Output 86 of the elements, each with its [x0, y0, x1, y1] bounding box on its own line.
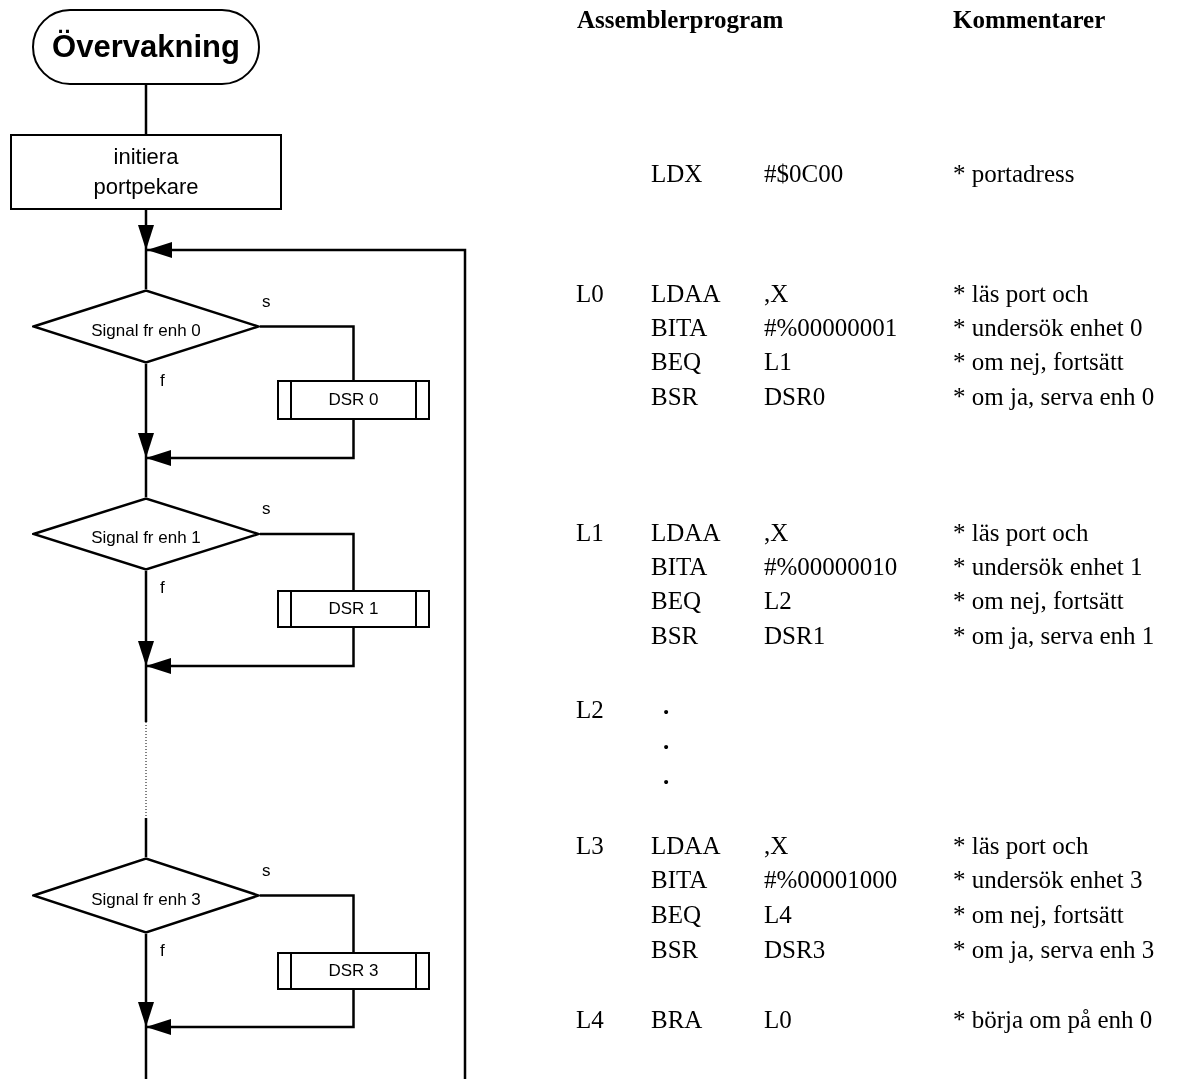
code-text: L3 — [576, 832, 604, 860]
code-text: L4 — [576, 1006, 604, 1034]
code-text: ,X — [764, 280, 789, 308]
ellipsis-dot: . — [663, 692, 670, 720]
subroutine-label: DSR 1 — [328, 598, 379, 620]
code-text: BSR — [651, 622, 699, 650]
process-label: initiera portpekare — [92, 143, 200, 201]
code-text: BRA — [651, 1006, 703, 1034]
connector-line — [260, 894, 355, 952]
arrow — [138, 210, 154, 250]
code-text: L4 — [764, 901, 792, 929]
code-text: DSR3 — [764, 936, 826, 964]
code-text: BSR — [651, 383, 699, 411]
code-comment: * portadress — [953, 160, 1075, 188]
code-comment: * undersök enhet 0 — [953, 314, 1143, 342]
decision-label: Signal fr enh 3 — [91, 888, 201, 911]
code-text: #$0C00 — [764, 160, 844, 188]
code-text: DSR1 — [764, 622, 826, 650]
code-text: L1 — [764, 348, 792, 376]
code-text: ,X — [764, 832, 789, 860]
code-text: #%00000001 — [764, 314, 898, 342]
dotted-connector — [145, 721, 147, 819]
decision-diamond — [32, 497, 260, 571]
decision-label: Signal fr enh 1 — [91, 527, 201, 549]
decision-diamond — [32, 289, 260, 364]
edge-label: f — [160, 372, 165, 389]
code-comment: * om ja, serva enh 0 — [953, 383, 1155, 411]
decision-label: Signal fr enh 0 — [91, 319, 201, 342]
code-comment: * om ja, serva enh 3 — [953, 936, 1155, 964]
connector-line — [144, 250, 148, 289]
code-comment: * läs port och — [953, 280, 1089, 308]
subroutine-box — [277, 590, 430, 628]
code-text: L0 — [764, 1006, 792, 1034]
arrow — [138, 571, 154, 666]
code-text: BITA — [651, 314, 708, 342]
code-comment: * läs port och — [953, 832, 1089, 860]
code-text: L1 — [576, 519, 604, 547]
connector-line — [144, 85, 148, 134]
code-text: DSR0 — [764, 383, 826, 411]
subroutine-label: DSR 3 — [328, 960, 379, 982]
edge-label: f — [160, 942, 165, 959]
code-comment: * läs port och — [953, 519, 1089, 547]
code-text: BEQ — [651, 348, 701, 376]
arrow — [146, 628, 355, 674]
connector-line — [144, 666, 148, 722]
code-text: L0 — [576, 280, 604, 308]
code-comment: * undersök enhet 1 — [953, 553, 1143, 581]
code-text: #%00000010 — [764, 553, 898, 581]
connector-line — [144, 818, 148, 857]
decision-diamond — [32, 857, 260, 934]
subroutine-label: DSR 0 — [328, 389, 379, 411]
arrow — [146, 990, 355, 1035]
column-heading: Kommentarer — [953, 6, 1106, 34]
code-text: BITA — [651, 553, 708, 581]
arrow — [138, 364, 154, 458]
code-comment: * om nej, fortsätt — [953, 587, 1124, 615]
code-text: LDX — [651, 160, 703, 188]
ellipsis-dot: . — [663, 762, 670, 790]
code-text: L2 — [764, 587, 792, 615]
subroutine-box — [277, 952, 430, 990]
code-comment: * börja om på enh 0 — [953, 1006, 1153, 1034]
subroutine-box — [277, 380, 430, 420]
code-text: LDAA — [651, 280, 721, 308]
code-text: #%00001000 — [764, 866, 898, 894]
code-text: BSR — [651, 936, 699, 964]
connector-line — [260, 325, 355, 380]
code-text: BEQ — [651, 587, 701, 615]
process-box — [10, 134, 282, 210]
code-comment: * om ja, serva enh 1 — [953, 622, 1155, 650]
column-heading: Assemblerprogram — [577, 6, 784, 34]
terminal-label: Övervakning — [52, 27, 240, 66]
edge-label: f — [160, 579, 165, 596]
ellipsis-dot: . — [663, 727, 670, 755]
code-text: ,X — [764, 519, 789, 547]
code-comment: * undersök enhet 3 — [953, 866, 1143, 894]
code-text: BEQ — [651, 901, 701, 929]
code-text: LDAA — [651, 519, 721, 547]
arrow — [146, 420, 355, 466]
code-comment: * om nej, fortsätt — [953, 348, 1124, 376]
code-text: L2 — [576, 696, 604, 724]
code-comment: * om nej, fortsätt — [953, 901, 1124, 929]
connector-line — [260, 532, 355, 590]
connector-line — [144, 458, 148, 497]
code-text: BITA — [651, 866, 708, 894]
arrow — [138, 934, 154, 1027]
code-text: LDAA — [651, 832, 721, 860]
